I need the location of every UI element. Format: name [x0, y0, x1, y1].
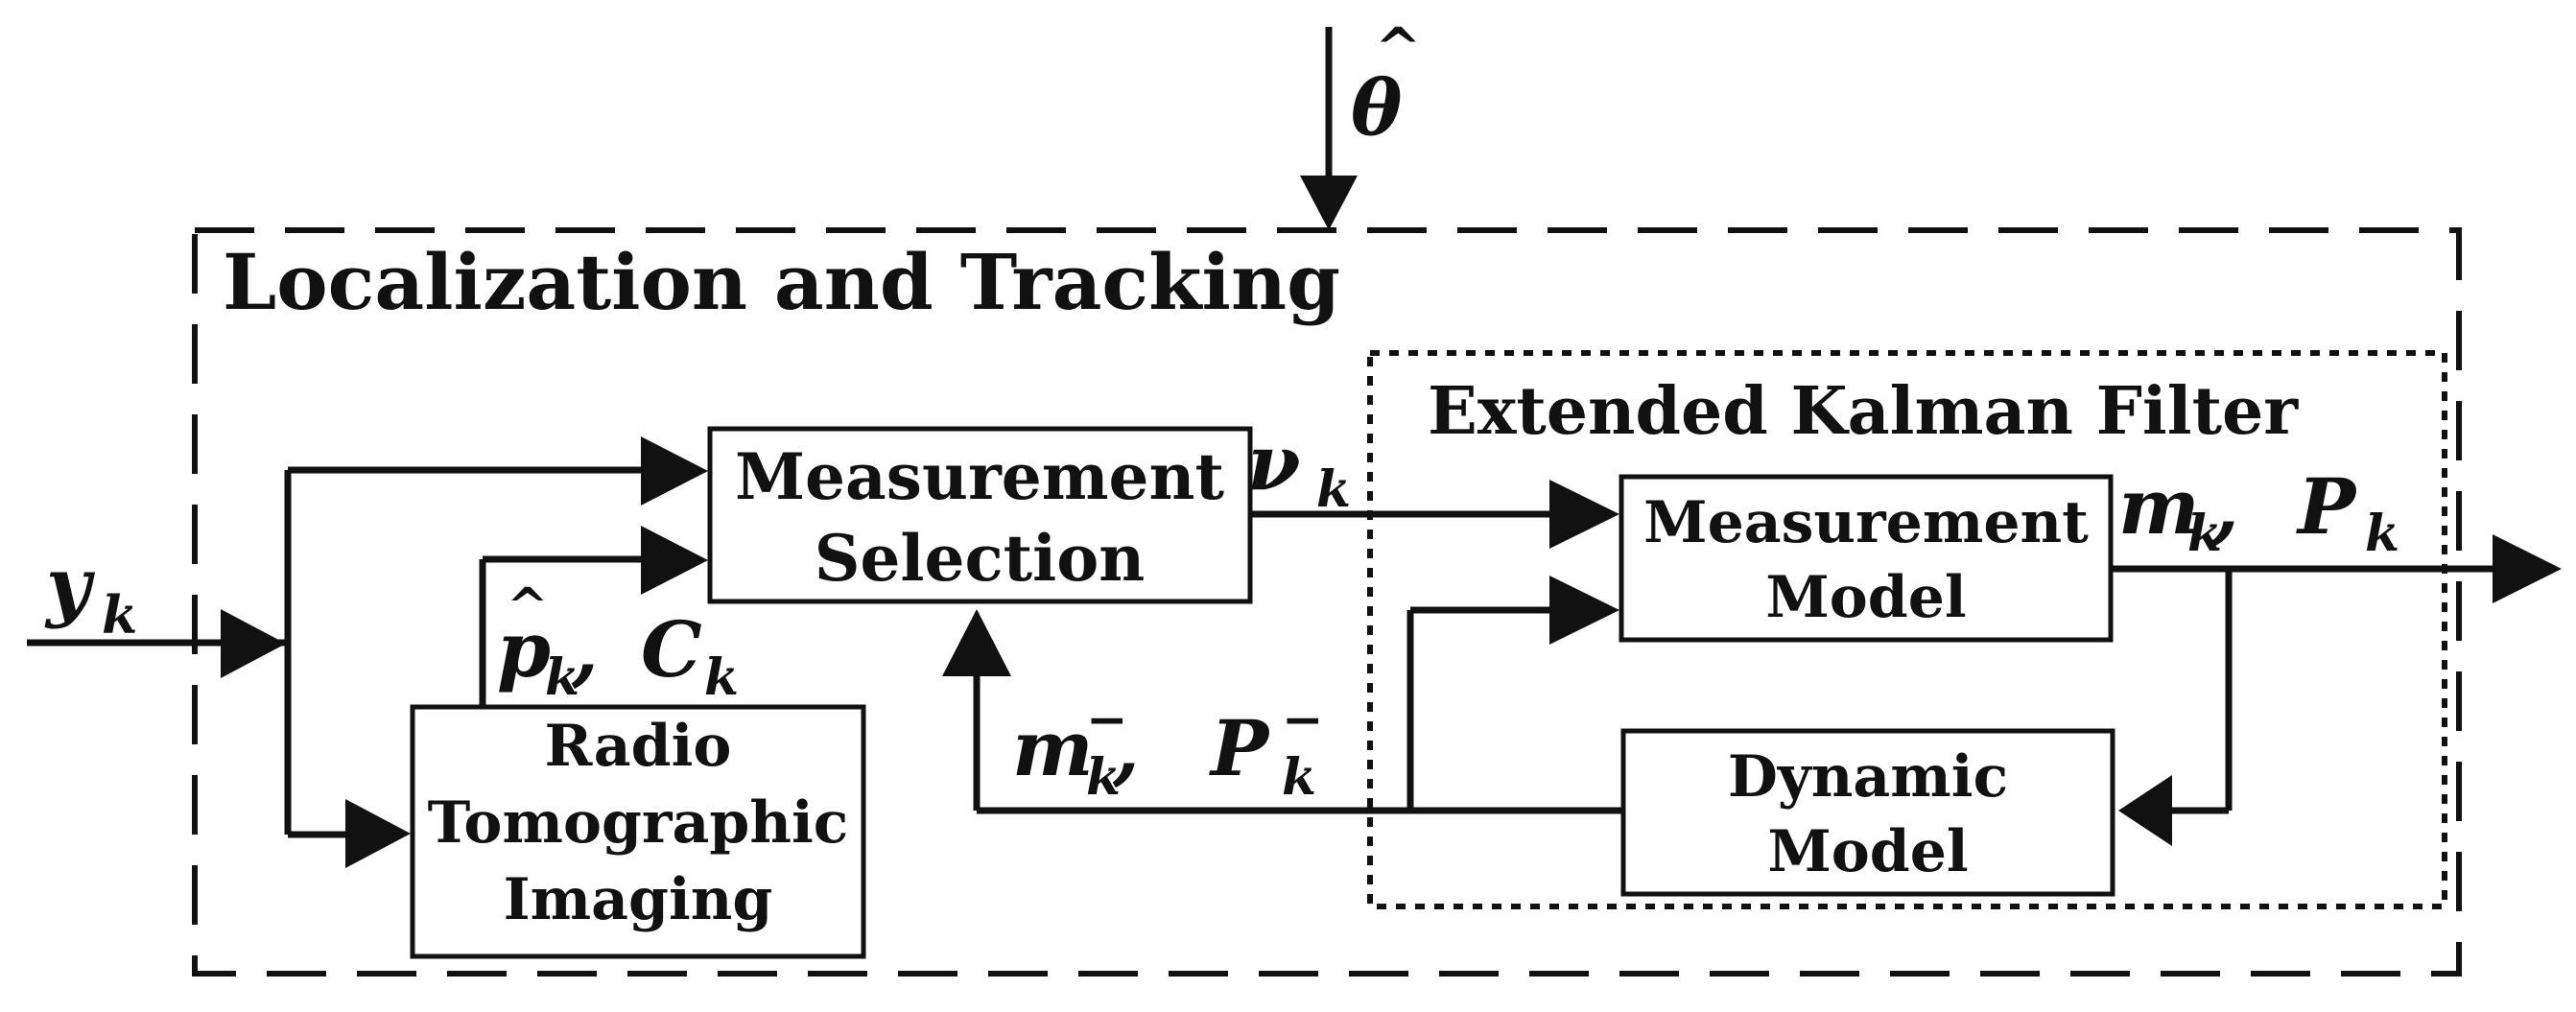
m-prior-superscript: − — [1086, 691, 1128, 749]
measurement-selection-block: Measurement Selection — [707, 426, 1253, 604]
nu-subscript: k — [1316, 460, 1351, 519]
dynamic-model-label-1: Dynamic — [1728, 743, 2008, 811]
p-prior-base: P — [1209, 703, 1271, 793]
signal-wires — [27, 27, 2504, 838]
rti-label-3: Imaging — [504, 866, 773, 933]
dynamic-model-label-2: Model — [1767, 818, 1968, 885]
signal-label-theta-hat: ^ θ — [1351, 15, 1422, 153]
p-base: p — [497, 604, 551, 694]
arrowhead-ms-middle — [641, 526, 708, 595]
nu-base: ν — [1247, 417, 1301, 507]
yk-base: y — [44, 540, 96, 630]
measurement-selection-label-2: Selection — [815, 521, 1145, 596]
measurement-model-label-2: Model — [1765, 564, 1966, 631]
arrowheads — [221, 176, 2562, 868]
measurement-model-label-1: Measurement — [1643, 489, 2089, 556]
arrowhead-theta — [1300, 176, 1358, 230]
m-out-subscript: k — [2187, 505, 2222, 563]
yk-subscript: k — [102, 584, 137, 646]
signal-label-yk: y k — [44, 540, 137, 646]
arrowhead-dynamic-model — [2118, 775, 2172, 846]
dynamic-model-block: Dynamic Model — [1620, 728, 2115, 897]
p-subscript: k — [545, 648, 579, 707]
p-c-separator: , — [571, 604, 599, 694]
theta-symbol: θ — [1351, 62, 1403, 153]
arrowhead-mm-prior — [1549, 576, 1619, 645]
signal-label-m-p-prior: m − k , P − k — [1012, 691, 1324, 807]
measurement-selection-label-1: Measurement — [735, 439, 1225, 514]
p-prior-subscript: k — [1282, 748, 1316, 807]
theta-hat-accent: ^ — [1375, 15, 1422, 81]
localization-tracking-group — [192, 227, 2462, 977]
localization-tracking-title: Localization and Tracking — [223, 237, 1340, 327]
arrowhead-ms-top — [641, 436, 708, 506]
extended-kalman-filter-title: Extended Kalman Filter — [1428, 373, 2299, 450]
rti-label-1: Radio — [545, 713, 732, 780]
m-p-prior-separator: , — [1112, 703, 1140, 793]
m-prior-subscript: k — [1086, 748, 1121, 807]
arrowhead-nu — [1549, 480, 1619, 549]
extended-kalman-filter-group — [1367, 350, 2447, 909]
p-out-base: P — [2296, 461, 2358, 552]
m-out-base: m — [2118, 461, 2200, 552]
p-hat-accent: ^ — [507, 577, 549, 636]
signal-label-nu: ν k — [1247, 417, 1351, 519]
measurement-model-block: Measurement Model — [1619, 474, 2114, 643]
p-out-subscript: k — [2365, 505, 2399, 563]
m-prior-base: m — [1012, 703, 1094, 793]
arrowhead-ms-bottom — [942, 609, 1011, 676]
arrowhead-output — [2493, 534, 2562, 603]
signal-label-m-p-output: m k , P k — [2118, 461, 2399, 563]
c-base: C — [641, 604, 702, 694]
arrowhead-yk — [221, 609, 286, 678]
c-subscript: k — [704, 648, 739, 707]
rti-label-2: Tomographic — [428, 789, 849, 857]
m-p-out-separator: , — [2211, 461, 2239, 552]
signal-label-p-hat-c: ^ p k , C k — [497, 577, 739, 707]
p-prior-superscript: − — [1282, 691, 1324, 749]
radio-tomographic-imaging-block: Radio Tomographic Imaging — [410, 704, 866, 959]
arrowhead-rti — [345, 799, 411, 868]
